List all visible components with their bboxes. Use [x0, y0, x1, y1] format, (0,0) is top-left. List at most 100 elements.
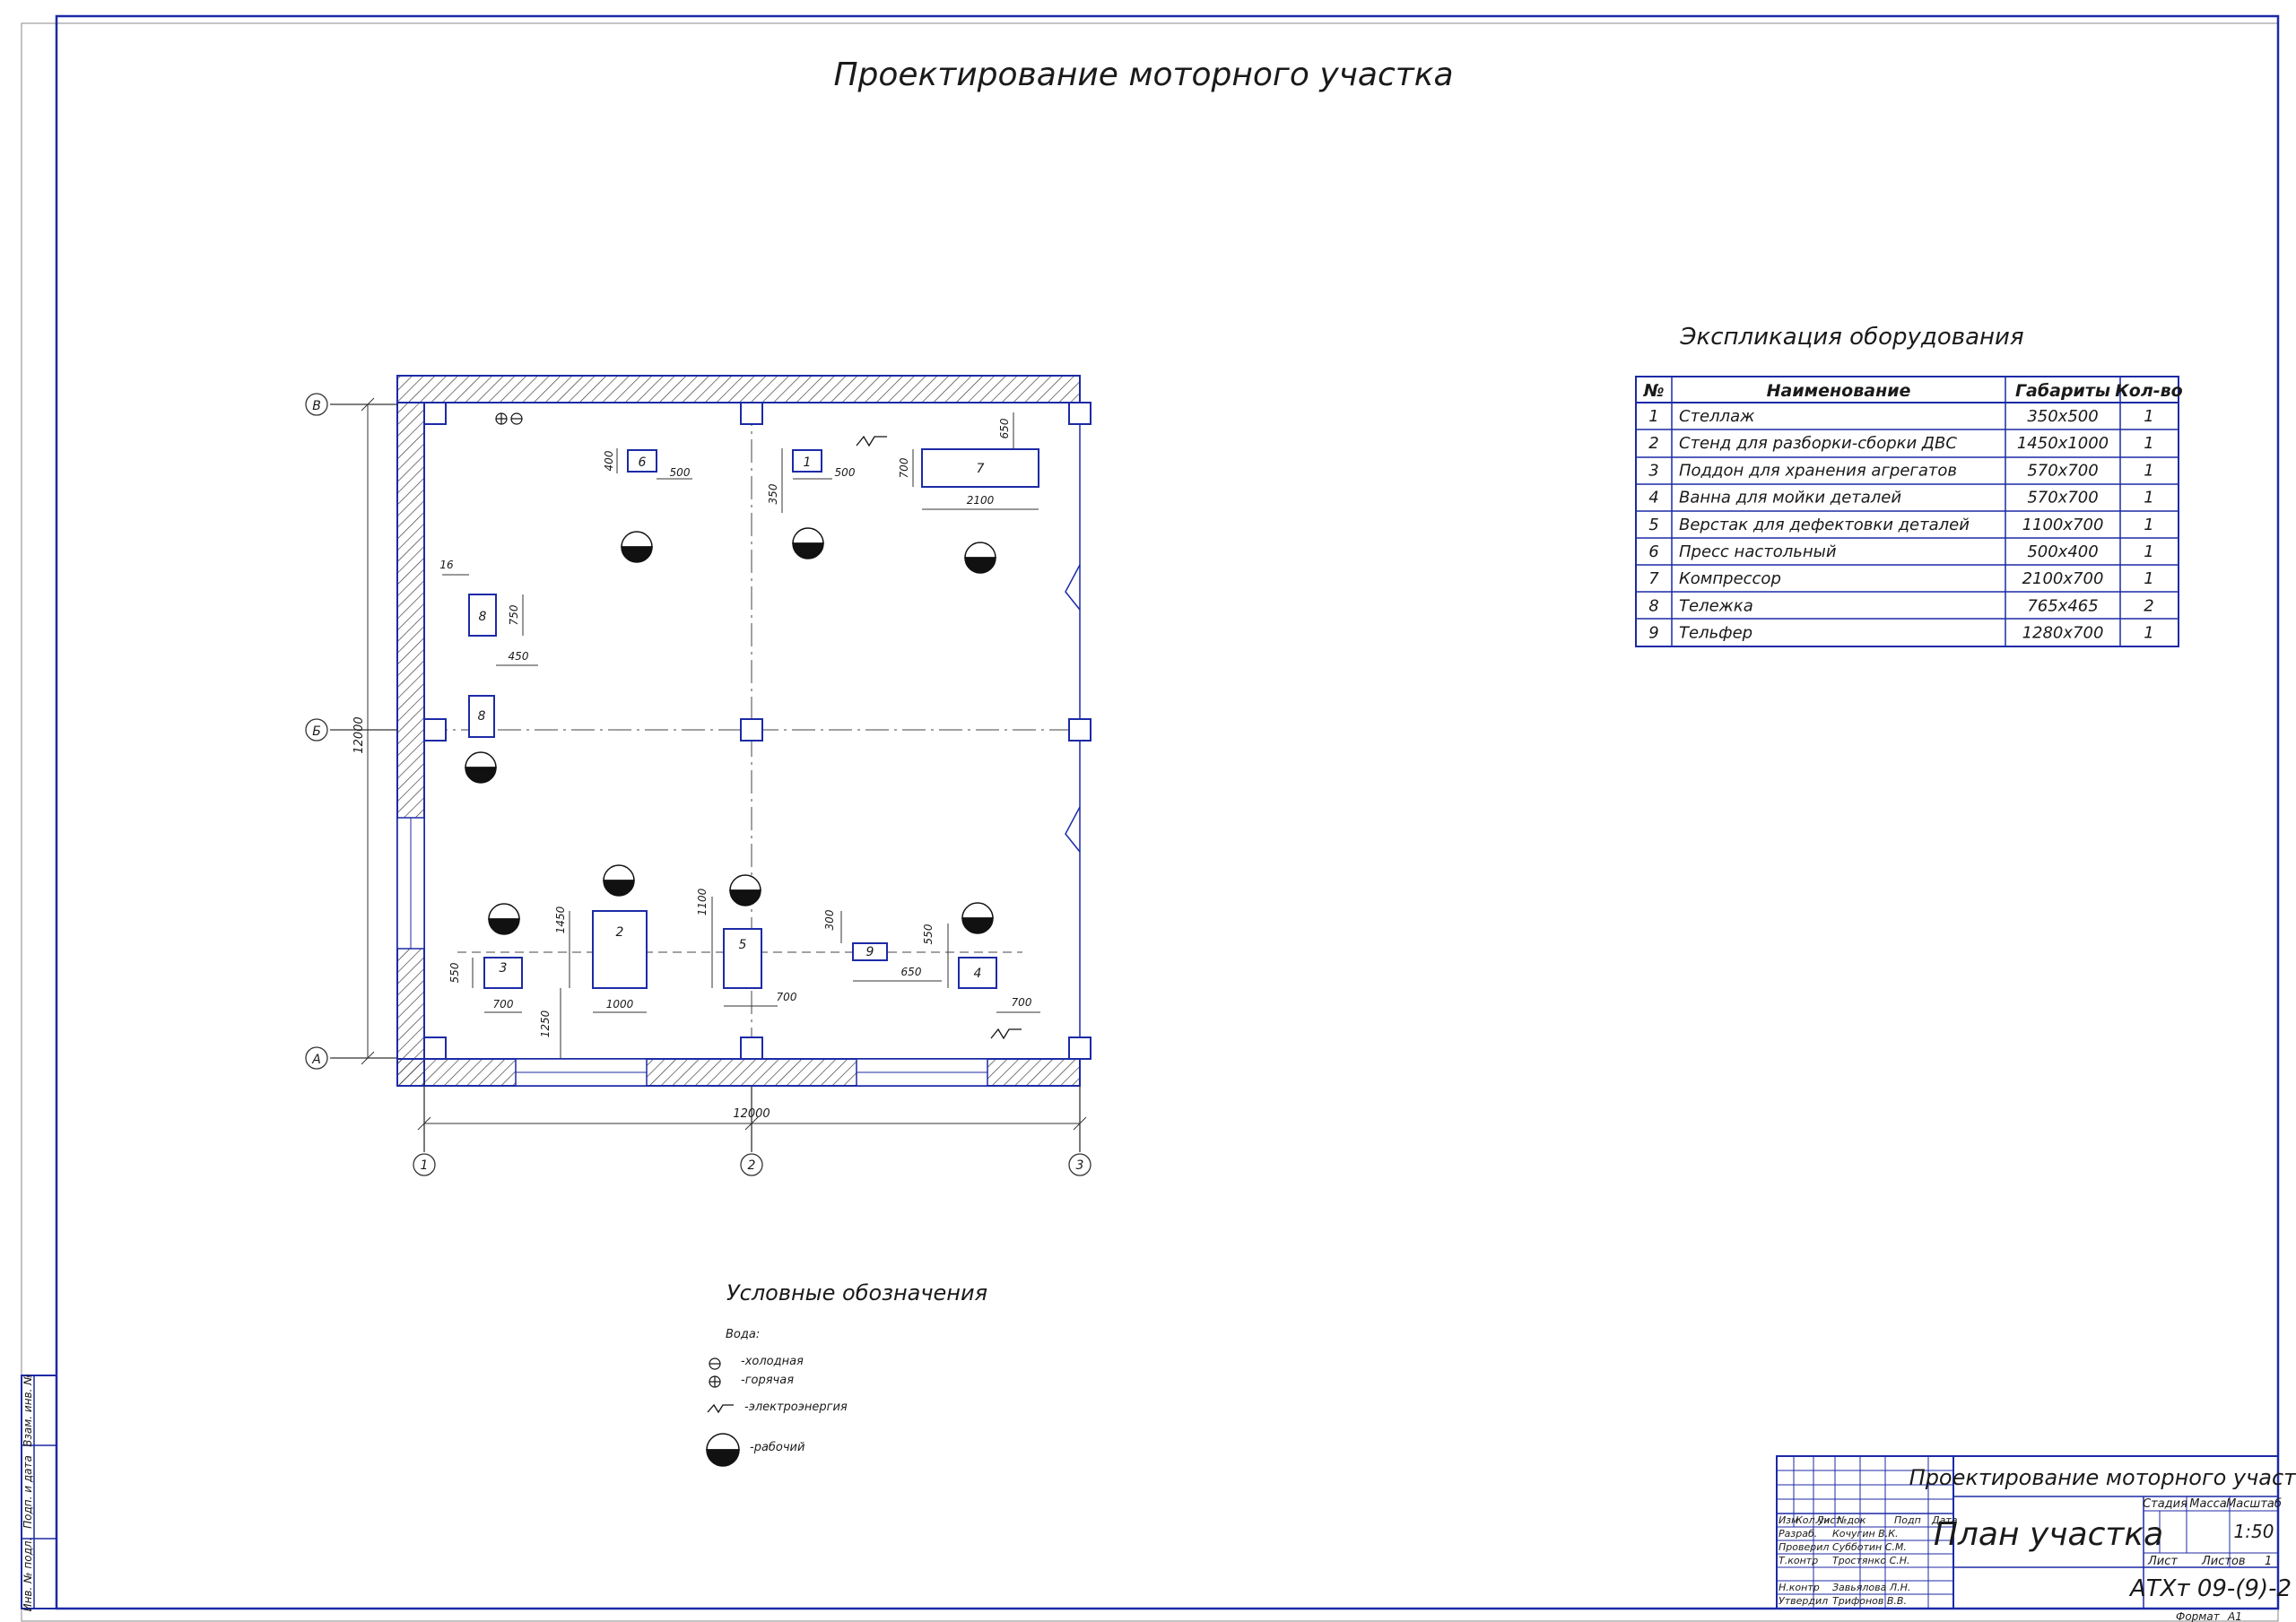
table-cell-row-qty: 1	[2144, 542, 2153, 561]
dim-label: 2100	[967, 494, 995, 507]
wall-left	[396, 402, 425, 1087]
table-cell-row-name: Тележка	[1679, 596, 1753, 615]
equipment-rack[interactable]	[792, 449, 822, 473]
equipment-compressor[interactable]	[921, 448, 1039, 488]
table-cell-row-size: 765х465	[2027, 596, 2098, 615]
table-cell-row-number: 7	[1648, 569, 1659, 588]
column	[423, 718, 447, 742]
table-cell-row-qty: 1	[2144, 489, 2153, 507]
stamp-role: Н.контр	[1779, 1582, 1820, 1593]
stamp-name: Кочугин В.К.	[1832, 1528, 1899, 1540]
table-cell-row-name: Стеллаж	[1679, 407, 1755, 426]
equipment-number: 3	[500, 961, 508, 976]
dim-label: 550	[922, 924, 935, 944]
stamp-sheets-label: Листов	[2201, 1555, 2246, 1568]
stamp-name: Субботин С.М.	[1832, 1541, 1907, 1553]
table-cell-row-name: Поддон для хранения агрегатов	[1679, 461, 1957, 480]
table-cell-row-name: Компрессор	[1679, 569, 1781, 588]
table-header: Габариты	[2015, 381, 2110, 401]
equipment-stand[interactable]	[592, 910, 648, 989]
legend-cold: -холодная	[741, 1355, 804, 1368]
column	[1068, 402, 1091, 425]
dim-label: 700	[898, 457, 910, 478]
table-header: №	[1643, 381, 1665, 401]
format-value: А1	[2227, 1610, 2242, 1622]
dim-label: 300	[823, 909, 836, 930]
equipment-number: 8	[478, 709, 486, 724]
table-header: Наименование	[1767, 381, 1911, 401]
stamp-sheets-count: 1	[2265, 1555, 2272, 1568]
power-icon	[707, 1403, 734, 1414]
dim-label: 650	[998, 418, 1011, 438]
stamp-role: Проверил	[1779, 1541, 1829, 1553]
axis-label-col: 1	[421, 1158, 429, 1173]
dim-label: 700	[1012, 996, 1032, 1009]
table-cell-row-name: Стенд для разборки-сборки ДВС	[1679, 434, 1957, 453]
stamp-col-header: №док	[1836, 1514, 1866, 1526]
equipment-number: 8	[479, 610, 487, 624]
stamp-name: Трифонов В.В.	[1832, 1595, 1907, 1607]
table-cell-row-qty: 2	[2144, 596, 2153, 615]
equipment-number: 4	[974, 967, 982, 981]
sheet-frame	[55, 14, 2280, 1610]
stamp-role: Утвердил	[1779, 1595, 1828, 1607]
side-stamp-label: Взам. инв. №	[22, 1374, 34, 1446]
column	[423, 402, 447, 425]
equipment-number: 5	[739, 938, 747, 952]
legend-water-label: Вода:	[726, 1328, 760, 1341]
stamp-name: Завьялова Л.Н.	[1832, 1582, 1910, 1593]
axis-marker-col	[1068, 1153, 1091, 1176]
equipment-hoist[interactable]	[852, 942, 888, 961]
equipment-number: 9	[866, 945, 874, 959]
table-cell-row-number: 8	[1648, 596, 1658, 615]
side-stamp: Инв. № подл. Подп. и дата Взам. инв. №	[21, 1374, 57, 1611]
wall-top	[396, 375, 1081, 403]
equipment-number: 1	[804, 455, 812, 470]
stamp-role: Разраб.	[1779, 1528, 1817, 1540]
column	[1068, 718, 1091, 742]
stamp-scale: 1:50	[2234, 1521, 2274, 1542]
axis-label-row: А	[311, 1053, 321, 1067]
workplace-symbols	[465, 412, 1022, 1040]
stamp-col-header: Лист	[1815, 1514, 1841, 1526]
axis-label-col: 2	[748, 1158, 756, 1173]
axis-marker-row	[305, 1046, 328, 1070]
stamp-name: Тростянко С.Н.	[1832, 1555, 1910, 1566]
column	[740, 402, 763, 425]
table-cell-row-qty: 1	[2144, 407, 2153, 426]
stamp-sheet-label: Лист	[2147, 1555, 2178, 1568]
column	[740, 718, 763, 742]
dim-label: 1000	[606, 998, 634, 1010]
table-cell-row-name: Ванна для мойки деталей	[1679, 489, 1901, 507]
equipment-workbench[interactable]	[723, 928, 762, 989]
stamp-mass-header: Масса	[2189, 1497, 2226, 1511]
dim-overall-width: 12000	[733, 1107, 770, 1121]
table-cell-row-number: 9	[1648, 624, 1658, 643]
equipment-number: 7	[977, 462, 985, 476]
table-cell-row-qty: 1	[2144, 569, 2153, 588]
equipment-cart[interactable]	[468, 594, 497, 637]
table-cell-row-qty: 1	[2144, 434, 2153, 453]
legend-workplace: -рабочий	[750, 1441, 804, 1454]
table-cell-row-size: 500х400	[2027, 542, 2098, 561]
dim-overall-height: 12000	[352, 716, 366, 753]
equipment-cart[interactable]	[468, 695, 495, 738]
equipment-press[interactable]	[627, 449, 657, 473]
legend: Условные обозначения Вода: -холодная -го…	[706, 1280, 987, 1467]
equipment-wash-tub[interactable]	[958, 957, 997, 989]
axis-marker-col	[413, 1153, 436, 1176]
table-cell-row-name: Верстак для дефектовки деталей	[1679, 516, 1970, 534]
stamp-project: Проектирование моторного участка	[1909, 1465, 2296, 1490]
column	[740, 1037, 763, 1060]
equipment-pallet[interactable]	[483, 957, 523, 989]
dim-label: 500	[835, 466, 856, 479]
axis-marker-row	[305, 393, 328, 416]
stamp-col-header: Подп	[1894, 1514, 1921, 1526]
table-cell-row-size: 570х700	[2027, 489, 2098, 507]
stamp-col-header: Дата	[1931, 1514, 1958, 1526]
axis-marker-row	[305, 718, 328, 742]
stamp-stage-header: Стадия	[2143, 1497, 2187, 1511]
table-cell-row-number: 2	[1648, 434, 1658, 453]
column	[1068, 1037, 1091, 1060]
stamp-col-header: Кол.уч	[1796, 1514, 1831, 1526]
